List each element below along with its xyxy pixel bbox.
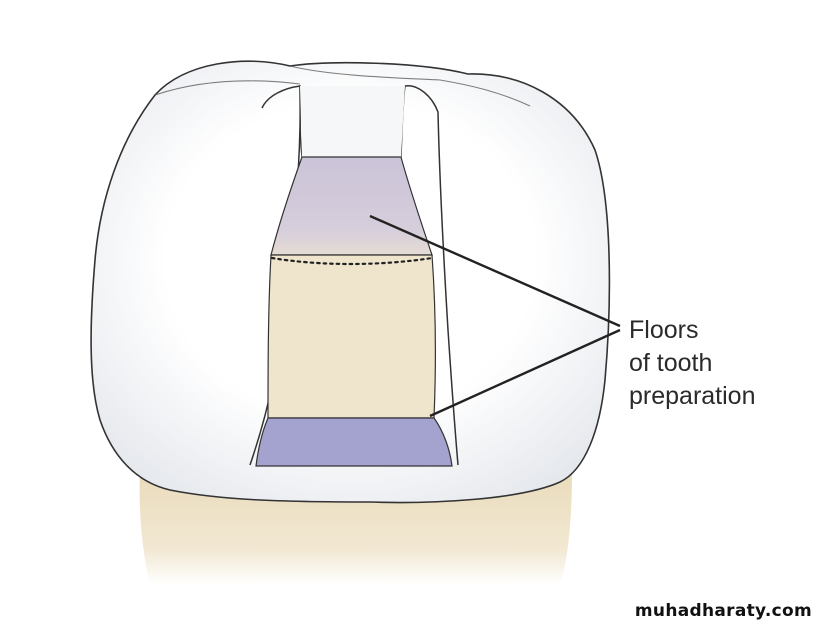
- label-line-1: Floors: [629, 316, 698, 344]
- dej-dotted-line: [270, 256, 434, 266]
- watermark: muhadharaty.com: [635, 601, 812, 621]
- occlusal-outline: [154, 65, 531, 107]
- cavity-interior: [300, 86, 405, 157]
- gingival-floor: [255, 417, 453, 467]
- floors-label: Floors of tooth preparation: [629, 316, 755, 410]
- label-line-2: of tooth: [629, 349, 712, 377]
- leader-line-pulpal: [369, 214, 621, 328]
- label-line-3: preparation: [629, 382, 755, 410]
- axial-wall-dentin: [267, 254, 436, 419]
- cavity-wall-right: [404, 85, 459, 466]
- cavity-wall-left-inner: [299, 85, 303, 158]
- leader-line-gingival: [429, 328, 621, 418]
